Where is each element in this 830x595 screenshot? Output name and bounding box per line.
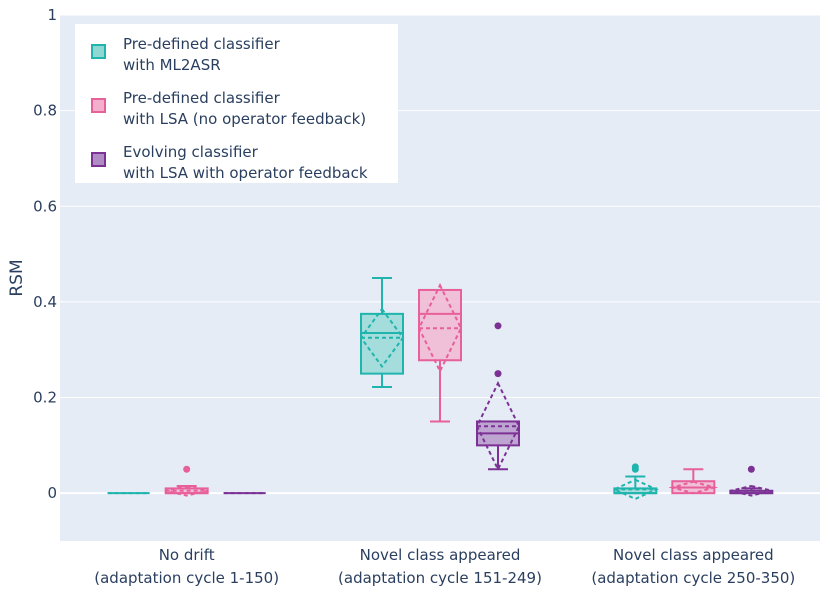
outlier-point [747,465,755,473]
outlier-point [183,465,191,473]
box-body [360,312,404,375]
legend-label: Pre-defined classifier [123,89,281,107]
mean-sd-diamond [165,484,208,497]
legend: Pre-defined classifier with ML2ASR Pre-def… [75,24,398,183]
mean-sd-diamond [668,480,719,495]
legend-swatch [91,98,106,113]
box-1-0 [164,465,209,497]
legend-box [75,24,398,183]
outlier-point [494,322,502,330]
mean-sd-diamond [611,478,659,501]
y-tick-label: 0.2 [33,389,57,407]
x-tick-label: Novel class appeared [613,546,774,564]
x-axis: No drift (adaptation cycle 1-150) Novel cl… [94,546,795,587]
legend-label-sub: with LSA with operator feedback [123,164,368,182]
legend-label-sub: with ML2ASR [123,56,221,74]
legend-label-sub: with LSA (no operator feedback) [123,110,366,128]
x-tick-label-sub: (adaptation cycle 1-150) [94,569,279,587]
box-2-1 [475,322,521,472]
box-1-1 [417,282,463,423]
y-tick-label: 1 [47,6,57,24]
mean-sd-diamond [475,380,521,472]
y-axis: 0 0.2 0.4 0.6 0.8 1 [33,6,57,502]
box-series [107,277,774,501]
outlier-point [631,463,639,471]
x-tick-label-sub: (adaptation cycle 250-350) [591,569,795,587]
legend-swatch [91,44,106,59]
box-0-1 [359,277,405,389]
box-0-2 [611,463,659,501]
x-tick-label-sub: (adaptation cycle 151-249) [338,569,542,587]
outlier-point [494,370,502,378]
legend-swatch [91,152,106,167]
y-tick-label: 0.4 [33,293,57,311]
y-tick-label: 0.6 [33,197,57,215]
x-tick-label: No drift [159,546,215,564]
y-axis-title: RSM [7,259,27,296]
mean-sd-diamond [359,307,405,369]
legend-label: Pre-defined classifier [123,35,281,53]
box-1-2 [668,468,719,495]
box-2-2 [729,465,774,497]
mean-sd-diamond [730,484,773,497]
box-body [418,288,462,362]
x-tick-label: Novel class appeared [360,546,521,564]
mean-sd-diamond [417,282,463,374]
y-tick-label: 0.8 [33,102,57,120]
legend-label: Evolving classifier [123,143,259,161]
y-tick-label: 0 [47,484,57,502]
